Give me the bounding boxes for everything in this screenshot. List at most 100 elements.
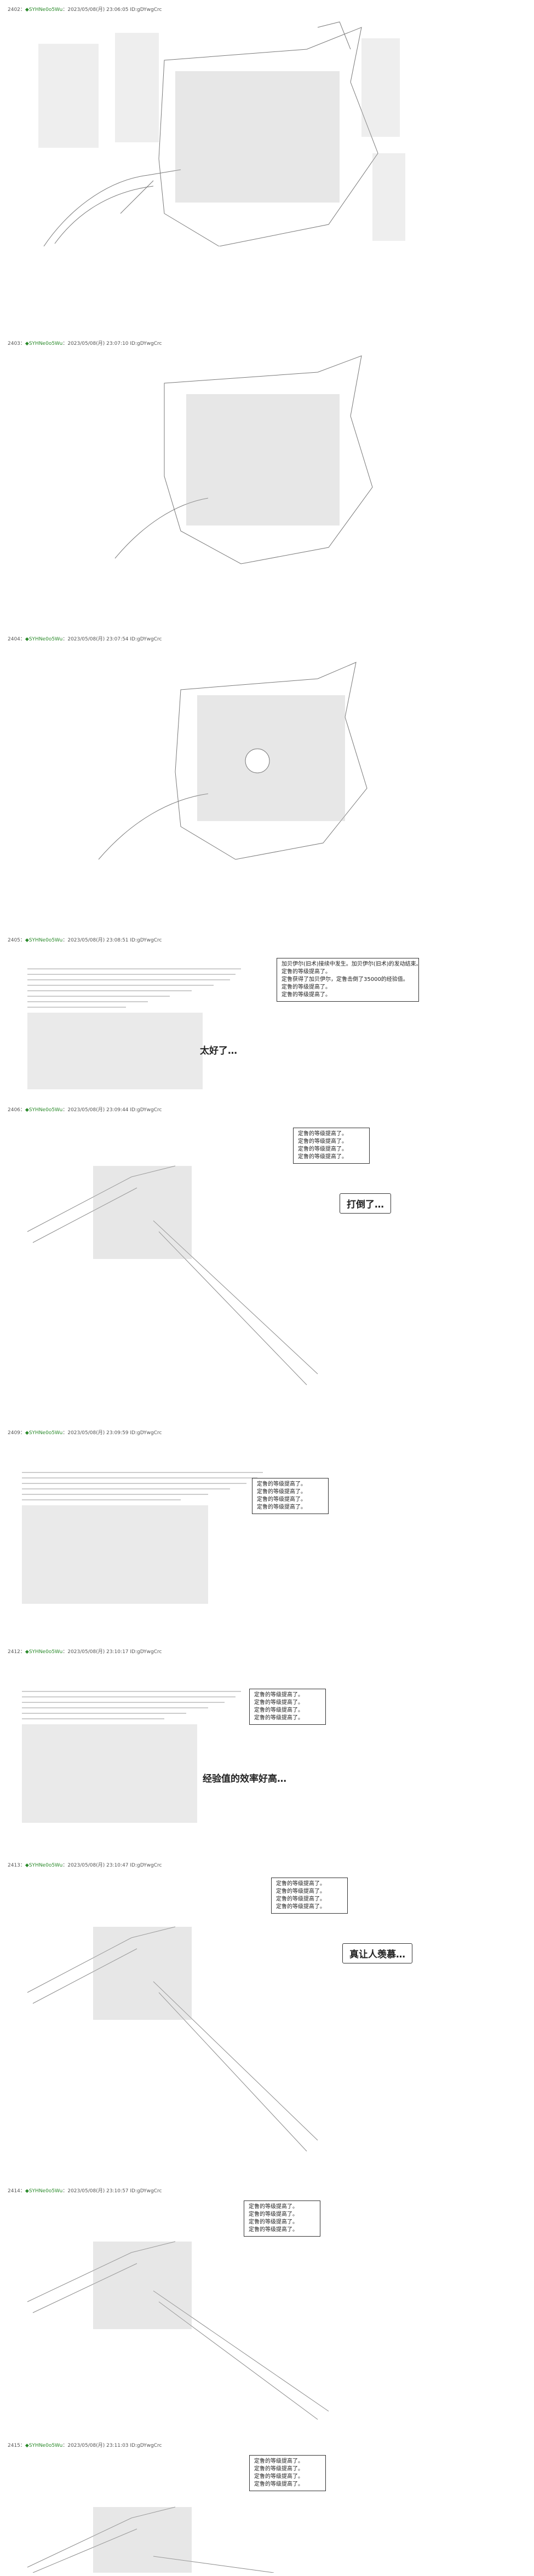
system-message-box: 定鲁的等级提高了。 定鲁的等级提高了。 定鲁的等级提高了。 定鲁的等级提高了。 <box>252 1478 329 1514</box>
caption-line: 定鲁获得了加贝伊尔，定鲁击倒了35000的经验值。 <box>282 977 409 983</box>
system-message-box: 定鲁的等级提高了。 定鲁的等级提高了。 定鲁的等级提高了。 定鲁的等级提高了。 <box>249 1689 326 1725</box>
poster-name: ◆SYHNe0o5Wu <box>25 1430 63 1436</box>
post-2412: 2412：◆SYHNe0o5Wu：2023/05/08(月) 23:10:17 … <box>0 1648 534 1834</box>
post-number: 2413 <box>8 1863 20 1868</box>
post-number: 2406 <box>8 1107 20 1113</box>
ascii-art-dragon <box>22 1472 263 1604</box>
caption-line: 定鲁的等级提高了。 <box>249 2219 298 2225</box>
post-2415: 2415：◆SYHNe0o5Wu：2023/05/08(月) 23:11:03 … <box>0 2441 534 2576</box>
post-meta: ：2023/05/08(月) 23:11:03 ID:gDYwgCrc <box>62 2443 162 2448</box>
ascii-art-monster <box>114 355 373 564</box>
post-meta: ：2023/05/08(月) 23:10:57 ID:gDYwgCrc <box>62 2188 162 2194</box>
caption-line: 定鲁的等级提高了。 <box>282 969 331 975</box>
caption-line: 定鲁的等级提高了。 <box>257 1504 306 1510</box>
post-meta: ：2023/05/08(月) 23:07:10 ID:gDYwgCrc <box>62 341 162 346</box>
post-meta: ：2023/05/08(月) 23:09:44 ID:gDYwgCrc <box>62 1107 162 1113</box>
ascii-art-monster <box>38 21 405 246</box>
post-number: 2415 <box>8 2443 20 2448</box>
caption-line: 定鲁的等级提高了。 <box>282 992 331 998</box>
post-number: 2404 <box>8 637 20 642</box>
poster-name: ◆SYHNe0o5Wu <box>25 938 63 943</box>
post-separator: ： <box>20 1649 25 1655</box>
ascii-art-fallen-dragon <box>27 2241 329 2420</box>
post-number: 2402 <box>8 7 20 13</box>
post-header: 2404：◆SYHNe0o5Wu：2023/05/08(月) 23:07:54 … <box>8 635 162 642</box>
post-header: 2402：◆SYHNe0o5Wu：2023/05/08(月) 23:06:05 … <box>8 5 162 13</box>
speech-bubble: 真让人羡慕… <box>342 1943 412 1963</box>
caption-line: 定鲁的等级提高了。 <box>298 1146 347 1152</box>
post-number: 2412 <box>8 1649 20 1655</box>
caption-line: 定鲁的等级提高了。 <box>276 1888 325 1895</box>
post-separator: ： <box>20 1863 25 1868</box>
post-header: 2412：◆SYHNe0o5Wu：2023/05/08(月) 23:10:17 … <box>8 1648 162 1655</box>
post-separator: ： <box>20 938 25 943</box>
caption-line: 定鲁的等级提高了。 <box>254 2458 303 2464</box>
ascii-art-fallen-dragon <box>27 1165 318 1385</box>
post-meta: ：2023/05/08(月) 23:09:59 ID:gDYwgCrc <box>62 1430 162 1436</box>
post-header: 2403：◆SYHNe0o5Wu：2023/05/08(月) 23:07:10 … <box>8 339 162 346</box>
post-meta: ：2023/05/08(月) 23:07:54 ID:gDYwgCrc <box>62 637 162 642</box>
caption-line: 定鲁的等级提高了。 <box>254 1715 303 1721</box>
caption-line: 定鲁的等级提高了。 <box>298 1139 347 1145</box>
poster-name: ◆SYHNe0o5Wu <box>25 1863 63 1868</box>
system-message-box: 定鲁的等级提高了。 定鲁的等级提高了。 定鲁的等级提高了。 定鲁的等级提高了。 <box>293 1128 370 1164</box>
system-message-box: 定鲁的等级提高了。 定鲁的等级提高了。 定鲁的等级提高了。 定鲁的等级提高了。 <box>244 2200 320 2237</box>
speech-text: 经验值的效率好高… <box>203 1774 286 1784</box>
speech-bubble: 打倒了… <box>340 1193 391 1214</box>
caption-line: 定鲁的等级提高了。 <box>257 1481 306 1487</box>
post-separator: ： <box>20 1107 25 1113</box>
caption-line: 定鲁的等级提高了。 <box>298 1154 347 1160</box>
post-header: 2409：◆SYHNe0o5Wu：2023/05/08(月) 23:09:59 … <box>8 1429 162 1436</box>
post-number: 2409 <box>8 1430 20 1436</box>
speech-text: 太好了… <box>200 1046 237 1056</box>
post-header: 2413：◆SYHNe0o5Wu：2023/05/08(月) 23:10:47 … <box>8 1861 162 1868</box>
poster-name: ◆SYHNe0o5Wu <box>25 2188 63 2194</box>
post-number: 2405 <box>8 938 20 943</box>
caption-line: 定鲁的等级提高了。 <box>254 1692 303 1698</box>
ascii-art-fallen-dragon <box>27 2506 274 2573</box>
post-header: 2406：◆SYHNe0o5Wu：2023/05/08(月) 23:09:44 … <box>8 1106 162 1113</box>
post-header: 2415：◆SYHNe0o5Wu：2023/05/08(月) 23:11:03 … <box>8 2441 162 2448</box>
post-separator: ： <box>20 7 25 13</box>
post-separator: ： <box>20 341 25 346</box>
post-header: 2405：◆SYHNe0o5Wu：2023/05/08(月) 23:08:51 … <box>8 936 162 943</box>
caption-line: 定鲁的等级提高了。 <box>276 1881 325 1887</box>
post-meta: ：2023/05/08(月) 23:10:17 ID:gDYwgCrc <box>62 1649 162 1655</box>
caption-line: 加贝伊尔(旧术)接续中发生。加贝伊尔(旧术)的发动结束。 <box>282 961 422 967</box>
post-number: 2403 <box>8 341 20 346</box>
post-meta: ：2023/05/08(月) 23:08:51 ID:gDYwgCrc <box>62 938 162 943</box>
post-separator: ： <box>20 2443 25 2448</box>
poster-name: ◆SYHNe0o5Wu <box>25 2443 63 2448</box>
poster-name: ◆SYHNe0o5Wu <box>25 1649 63 1655</box>
system-message-box: 定鲁的等级提高了。 定鲁的等级提高了。 定鲁的等级提高了。 定鲁的等级提高了。 <box>249 2455 326 2491</box>
post-2406: 2406：◆SYHNe0o5Wu：2023/05/08(月) 23:09:44 … <box>0 1106 534 1412</box>
post-2403: 2403：◆SYHNe0o5Wu：2023/05/08(月) 23:07:10 … <box>0 339 534 569</box>
caption-line: 定鲁的等级提高了。 <box>254 2474 303 2480</box>
post-2414: 2414：◆SYHNe0o5Wu：2023/05/08(月) 23:10:57 … <box>0 2187 534 2428</box>
system-message-box: 加贝伊尔(旧术)接续中发生。加贝伊尔(旧术)的发动结束。 定鲁的等级提高了。 定… <box>277 958 422 1002</box>
post-2404: 2404：◆SYHNe0o5Wu：2023/05/08(月) 23:07:54 … <box>0 635 534 865</box>
post-2413: 2413：◆SYHNe0o5Wu：2023/05/08(月) 23:10:47 … <box>0 1861 534 2168</box>
caption-line: 定鲁的等级提高了。 <box>249 2204 298 2210</box>
poster-name: ◆SYHNe0o5Wu <box>25 7 63 13</box>
poster-name: ◆SYHNe0o5Wu <box>25 1107 63 1113</box>
caption-line: 定鲁的等级提高了。 <box>249 2211 298 2217</box>
caption-line: 定鲁的等级提高了。 <box>254 2481 303 2487</box>
caption-line: 定鲁的等级提高了。 <box>276 1904 325 1910</box>
caption-line: 定鲁的等级提高了。 <box>257 1489 306 1495</box>
caption-line: 定鲁的等级提高了。 <box>282 984 331 990</box>
poster-name: ◆SYHNe0o5Wu <box>25 341 63 346</box>
post-separator: ： <box>20 2188 25 2194</box>
post-2409: 2409：◆SYHNe0o5Wu：2023/05/08(月) 23:09:59 … <box>0 1429 534 1615</box>
caption-line: 定鲁的等级提高了。 <box>254 1707 303 1713</box>
ascii-art-fallen-dragon <box>27 1926 318 2152</box>
post-meta: ：2023/05/08(月) 23:10:47 ID:gDYwgCrc <box>62 1863 162 1868</box>
poster-name: ◆SYHNe0o5Wu <box>25 637 63 642</box>
caption-line: 定鲁的等级提高了。 <box>276 1896 325 1902</box>
post-number: 2414 <box>8 2188 20 2194</box>
post-separator: ： <box>20 637 25 642</box>
post-header: 2414：◆SYHNe0o5Wu：2023/05/08(月) 23:10:57 … <box>8 2187 162 2194</box>
caption-line: 定鲁的等级提高了。 <box>254 1700 303 1706</box>
ascii-art-monster <box>98 662 368 860</box>
ascii-art-dragon <box>27 968 241 1089</box>
